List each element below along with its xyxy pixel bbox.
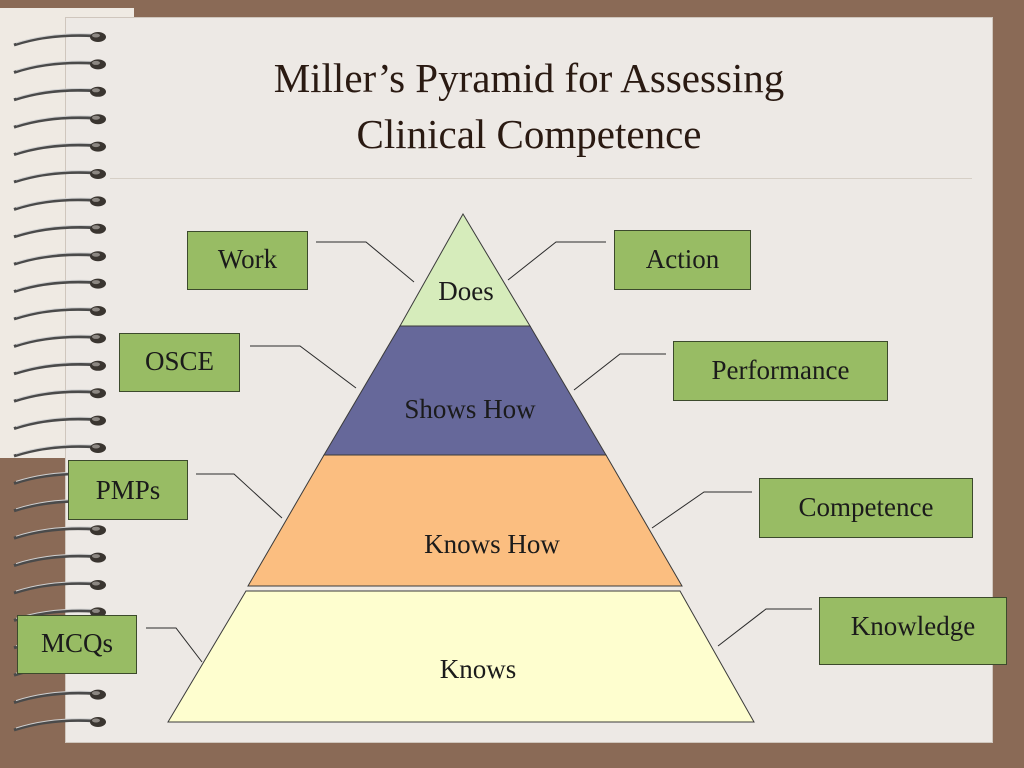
label-knowledge: Knowledge [819,597,1007,665]
label-competence: Competence [759,478,973,538]
spiral-ring [13,689,106,705]
spiral-ring [13,223,106,239]
tier-label-knows-how: Knows How [424,529,560,559]
label-performance: Performance [673,341,888,401]
spiral-ring [13,306,106,321]
spiral-ring [13,251,106,266]
spiral-ring [13,580,106,595]
tier-knows-how [247,454,683,587]
spiral-ring [13,169,106,184]
spiral-ring [13,717,106,732]
label-mcqs: MCQs [17,615,137,674]
spiral-ring [13,114,106,129]
connector-competence [651,491,752,529]
connector-work [316,241,415,283]
spiral-ring [13,141,106,157]
spiral-ring [13,415,106,431]
label-work: Work [187,231,308,290]
spiral-ring [13,59,106,74]
spiral-ring [13,32,106,47]
spiral-ring [13,360,106,376]
tier-label-shows-how: Shows How [404,394,536,424]
label-action: Action [614,230,751,290]
spiral-ring [13,388,106,403]
tier-shows-how [323,325,607,456]
title-divider [110,178,972,179]
spiral-ring [13,196,106,211]
spiral-ring [13,278,106,294]
spiral-ring [13,525,106,540]
tier-does [399,213,531,327]
connector-knowledge [717,608,812,647]
connector-osce [250,345,357,389]
connector-mcqs [146,627,203,663]
title-line-2: Clinical Competence [356,111,702,157]
title-line-1: Miller’s Pyramid for Assessing [273,55,785,101]
label-osce: OSCE [119,333,240,392]
spiral-ring [13,443,106,458]
tier-knows [167,590,755,723]
slide-title: Miller’s Pyramid for Assessing Clinical … [66,50,992,162]
tier-label-knows: Knows [439,654,517,684]
connector-performance [573,353,666,391]
tier-label-does: Does [438,276,494,306]
label-pmps: PMPs [68,460,188,520]
connector-pmps [196,473,283,519]
spiral-ring [13,86,106,102]
connector-action [507,241,606,281]
spiral-ring [13,552,106,568]
spiral-ring [13,333,106,348]
